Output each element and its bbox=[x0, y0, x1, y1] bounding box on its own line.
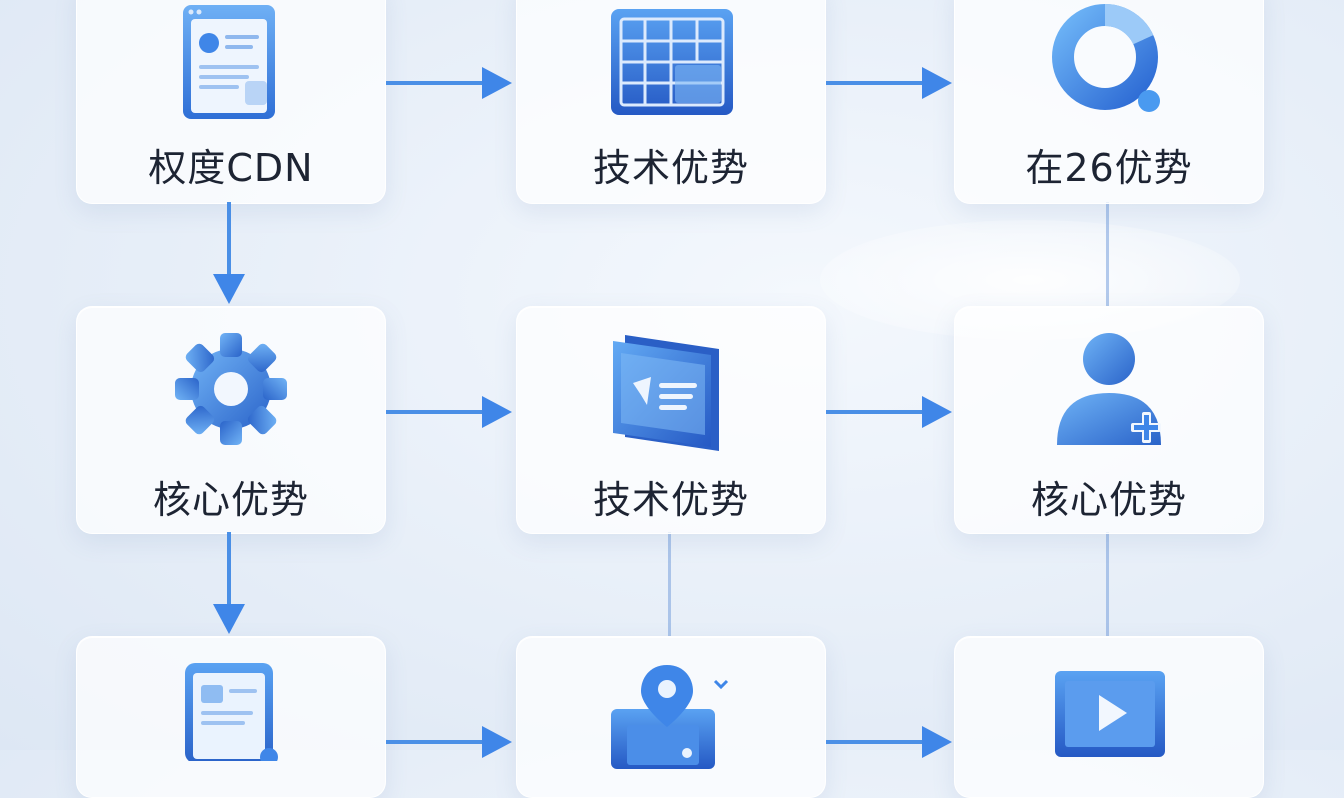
map-pin-icon bbox=[611, 665, 729, 769]
ring-chart-icon bbox=[1052, 4, 1160, 112]
arrow-right bbox=[386, 396, 512, 428]
flow-node-core-2: 核心优势 bbox=[954, 306, 1264, 534]
flow-node-r3c3 bbox=[954, 636, 1264, 798]
connector-line bbox=[668, 532, 671, 636]
play-video-icon bbox=[1055, 671, 1165, 757]
node-label: 核心优势 bbox=[1030, 478, 1187, 522]
arrow-right bbox=[826, 726, 952, 758]
document-icon bbox=[183, 5, 275, 119]
arrow-right bbox=[826, 67, 952, 99]
node-label: 在26优势 bbox=[1025, 146, 1193, 190]
arrow-right bbox=[386, 67, 512, 99]
flow-node-tech: 技术优势 bbox=[516, 0, 826, 204]
arrow-right bbox=[386, 726, 512, 758]
flow-node-tech-2: 技术优势 bbox=[516, 306, 826, 534]
user-add-icon bbox=[1057, 333, 1161, 445]
table-grid-icon bbox=[611, 9, 733, 115]
folder-icon bbox=[613, 335, 719, 451]
flow-node-26: 在26优势 bbox=[954, 0, 1264, 204]
node-label: 权度CDN bbox=[148, 146, 314, 190]
connector-line bbox=[1106, 532, 1109, 636]
tablet-icon bbox=[185, 663, 278, 761]
flow-node-cdn: 权度CDN bbox=[76, 0, 386, 204]
arrow-right bbox=[826, 396, 952, 428]
flow-node-core: 核心优势 bbox=[76, 306, 386, 534]
node-label: 核心优势 bbox=[152, 478, 309, 522]
node-label: 技术优势 bbox=[592, 478, 749, 522]
gear-icon bbox=[175, 333, 287, 445]
arrow-down bbox=[213, 532, 245, 634]
flow-node-r3c2 bbox=[516, 636, 826, 798]
connector-line bbox=[1106, 202, 1109, 306]
flow-node-r3c1 bbox=[76, 636, 386, 798]
arrow-down bbox=[213, 202, 245, 304]
node-label: 技术优势 bbox=[592, 146, 749, 190]
